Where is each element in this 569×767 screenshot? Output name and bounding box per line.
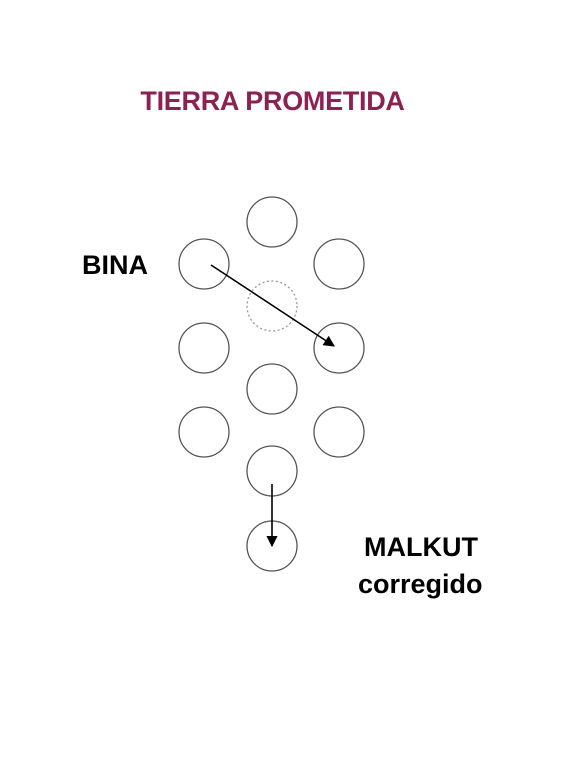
sefira-circle-hod <box>178 406 230 458</box>
sefira-circle-gevura <box>178 322 230 374</box>
arrow-bina-to-jesed <box>210 264 335 347</box>
diagram-title: TIERRA PROMETIDA <box>140 86 405 116</box>
label-malkut: MALKUT <box>364 532 478 562</box>
sefira-circle-jojma <box>313 238 365 290</box>
sefira-circle-tiferet <box>246 363 298 415</box>
sefira-circle-netzaj <box>313 406 365 458</box>
label-bina: BINA <box>82 250 148 280</box>
sefira-circle-keter <box>246 196 298 248</box>
sefira-circle-bina <box>178 238 230 290</box>
label-corregido: corregido <box>358 569 483 599</box>
sefira-circle-daat-dotted <box>246 280 298 332</box>
sefira-circle-jesed <box>313 322 365 374</box>
